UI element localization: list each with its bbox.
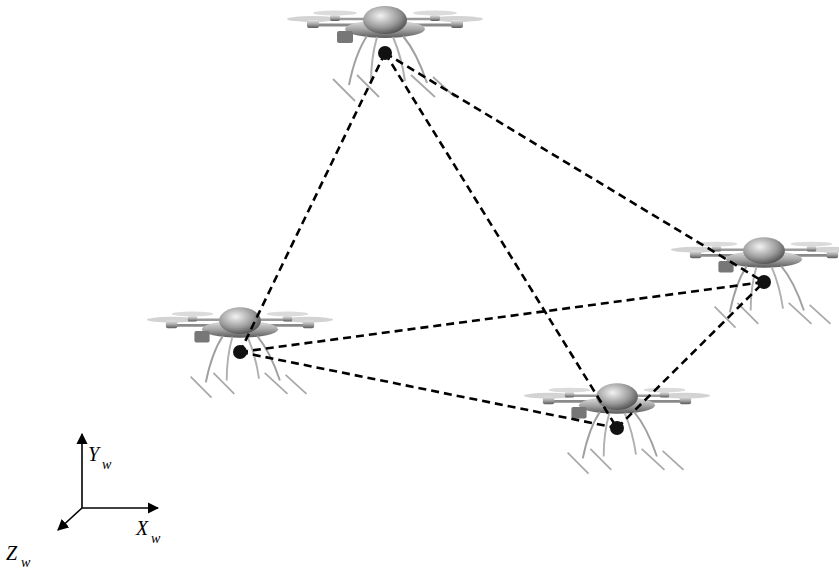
drone-bodies bbox=[147, 6, 839, 474]
axis-label: Z bbox=[6, 543, 17, 563]
axis-label: X bbox=[136, 518, 148, 538]
marker-dots bbox=[233, 46, 771, 435]
axis-subscript: w bbox=[151, 532, 160, 546]
axis-subscript: w bbox=[102, 458, 111, 472]
axis-subscript: w bbox=[21, 556, 30, 570]
dashed-links bbox=[240, 53, 764, 428]
world-axes bbox=[58, 434, 158, 530]
axis-label: Y bbox=[88, 444, 99, 464]
